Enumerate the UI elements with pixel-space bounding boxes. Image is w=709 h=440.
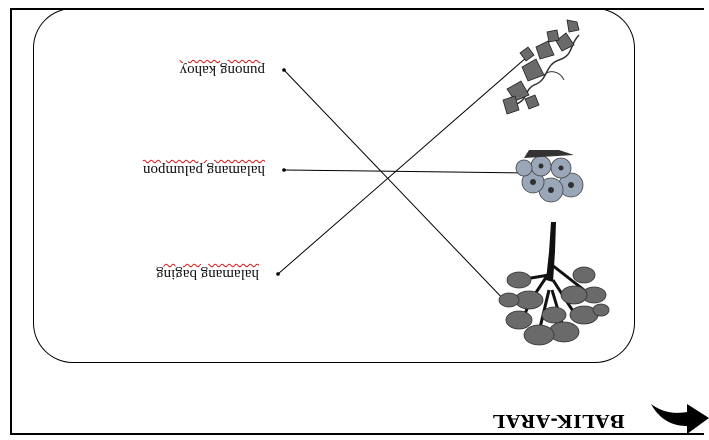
connector-dot bbox=[276, 272, 280, 276]
label-halamang-baging: halamang baging bbox=[156, 265, 259, 282]
palumpon-icon bbox=[516, 150, 583, 202]
puno-icon bbox=[499, 222, 609, 345]
connector-line bbox=[278, 57, 527, 274]
arrow-icon bbox=[651, 404, 709, 434]
baging-icon bbox=[503, 20, 579, 114]
connector-line bbox=[284, 70, 508, 304]
connector-dot bbox=[282, 168, 286, 172]
label-punong-kahoy: punong kahoy bbox=[180, 61, 265, 78]
connector-dot bbox=[282, 68, 286, 72]
connector-line bbox=[284, 170, 533, 173]
label-halamang-palumpon: halamang palumpon bbox=[143, 161, 265, 178]
